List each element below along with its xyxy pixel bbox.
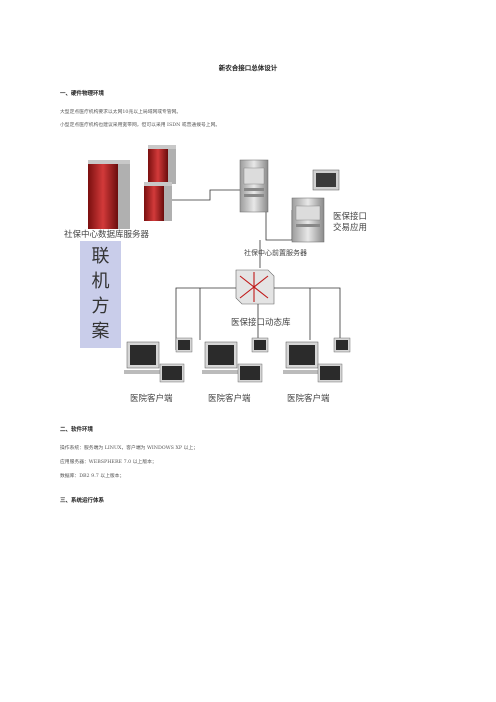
section-heading-system: 三、系统运行体系 [60, 498, 105, 504]
front-server-tower [239, 159, 269, 213]
client-monitor-large-2 [202, 341, 240, 374]
client-monitor-small-1 [175, 337, 193, 353]
scheme-char-3: 方 [91, 295, 110, 317]
section-heading-software: 二、软件环境 [60, 427, 94, 433]
scheme-char-2: 机 [91, 271, 110, 293]
client-label-1: 医院客户端 [130, 394, 173, 404]
document-title: 新农合接口总体设计 [218, 64, 278, 72]
online-scheme-box: 联 机 方 案 [80, 241, 121, 348]
software-line-2: 应用服务器：WEBSPHERE 7.0 以上版本； [60, 460, 157, 465]
app-label-line1: 医保接口 [333, 212, 368, 222]
db-server-rack-left [88, 160, 130, 229]
db-server-rack-bottom [144, 182, 172, 221]
section-heading-hardware: 一、硬件物理环境 [60, 91, 105, 97]
db-server-label: 社保中心数据库服务器 [64, 230, 150, 240]
software-line-3: 数据库：DB2 9.7 以上版本； [60, 474, 125, 479]
db-server-rack-top [148, 145, 176, 184]
client-monitor-small-3 [251, 337, 269, 353]
software-line-1: 操作系统：服务端为 LINUX，客户端为 WINDOWS XP 以上； [60, 446, 199, 451]
client-monitor-small-6 [317, 363, 343, 383]
client-label-3: 医院客户端 [287, 394, 330, 404]
app-label-line2: 交易应用 [333, 223, 368, 233]
client-monitor-small-4 [237, 363, 263, 383]
app-server-pc [291, 169, 340, 243]
client-monitor-large-3 [283, 341, 321, 374]
client-monitor-small-5 [333, 337, 351, 353]
client-monitor-large-1 [124, 341, 162, 374]
scheme-char-4: 案 [91, 320, 110, 342]
router-label: 医保接口动态库 [231, 318, 291, 328]
router-hub [235, 269, 275, 305]
hardware-line-2: 小型定点医疗机构也建议采用宽带网，但可以采用 ISDN 或普通拨号上网。 [60, 123, 221, 128]
front-server-label: 社保中心前置服务器 [244, 249, 307, 257]
client-monitor-small-2 [159, 363, 185, 383]
client-label-2: 医院客户端 [208, 394, 251, 404]
scheme-char-1: 联 [91, 246, 110, 268]
hardware-line-1: 大型定点医疗机构要求以太网10兆以上局域网或专管网。 [60, 110, 182, 115]
